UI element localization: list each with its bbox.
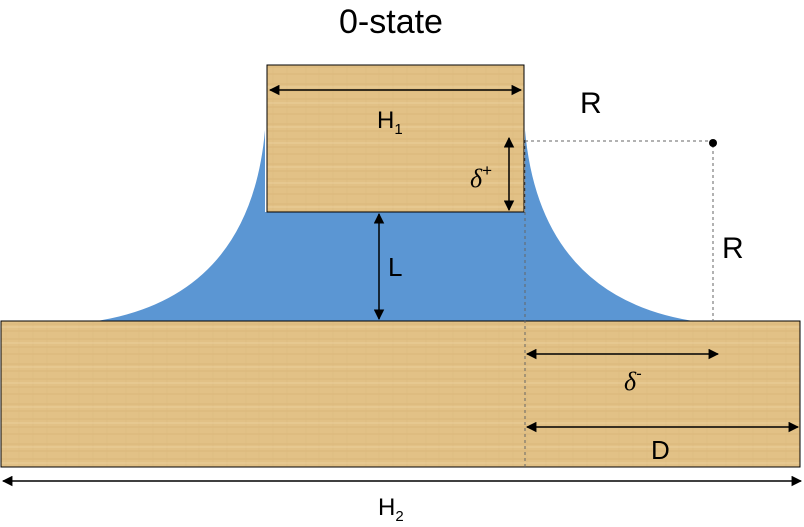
- delta-minus-label: δ-: [624, 364, 642, 396]
- bottom-block-h2: [0, 320, 801, 468]
- curvature-center-point: [709, 139, 717, 147]
- diagram-title: 0-state: [339, 3, 443, 41]
- delta-plus-label: δ+: [470, 161, 492, 193]
- distance-label: D: [651, 435, 670, 465]
- top-block-h1: [266, 64, 525, 213]
- liquid-meniscus: [90, 130, 700, 322]
- radius-label-side: R: [722, 232, 744, 265]
- h1-label: H1: [377, 107, 403, 138]
- gap-length-label: L: [388, 252, 402, 282]
- h2-label: H2: [378, 494, 404, 525]
- radius-label-top: R: [580, 87, 602, 120]
